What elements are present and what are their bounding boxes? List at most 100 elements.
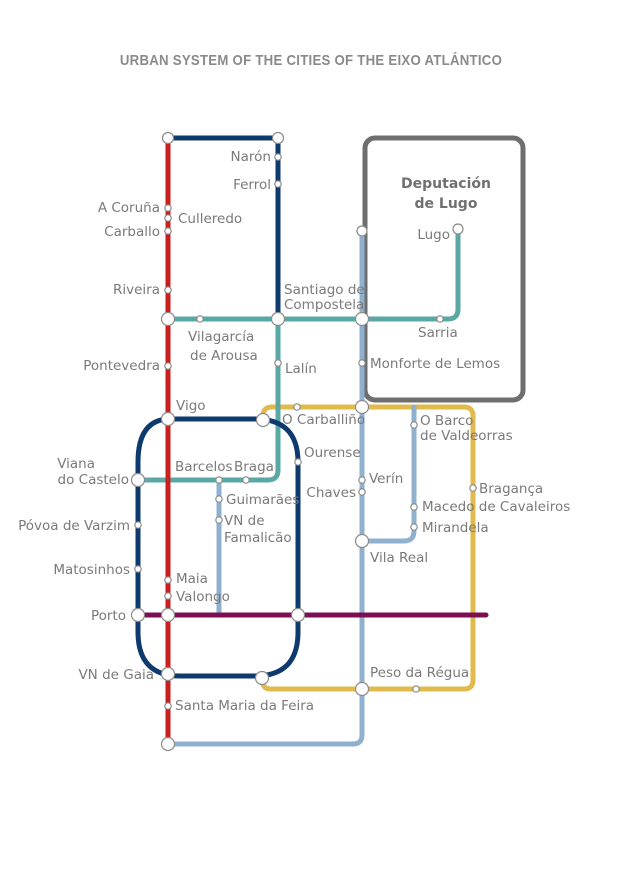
label-riveira: Riveira	[113, 282, 160, 298]
station-sarria[interactable]	[436, 315, 444, 323]
interchange-porto-red[interactable]	[160, 607, 176, 623]
interchange-carballino-east[interactable]	[354, 399, 370, 415]
label-o-barco-2: de Valdeorras	[420, 428, 513, 444]
station-mirandela[interactable]	[410, 523, 418, 531]
station-naron[interactable]	[274, 153, 282, 161]
station-guimaraes[interactable]	[215, 495, 223, 503]
label-ourense: Ourense	[304, 445, 361, 461]
label-mirandela: Mirandela	[422, 520, 489, 536]
station-pontevedra[interactable]	[164, 362, 172, 370]
label-pontevedra: Pontevedra	[83, 358, 160, 374]
station-braga[interactable]	[242, 476, 250, 484]
station-monforte[interactable]	[358, 359, 366, 367]
line-lightblue	[165, 228, 365, 747]
station-lalin[interactable]	[274, 359, 282, 367]
label-lalin: Lalín	[285, 361, 317, 377]
interchange-vn-gaia[interactable]	[160, 666, 176, 682]
interchange-peso-regua[interactable]	[354, 681, 370, 697]
interchange-porto[interactable]	[130, 607, 146, 623]
interchange-top-right[interactable]	[271, 131, 285, 145]
label-matosinhos: Matosinhos	[53, 562, 130, 578]
label-viana-1: Viana	[57, 456, 95, 472]
label-santiago-1: Santiago de	[284, 282, 365, 298]
interchange-lugo[interactable]	[452, 223, 464, 235]
station-culleredo[interactable]	[164, 214, 172, 222]
station-carballo[interactable]	[164, 227, 172, 235]
station-barcelos[interactable]	[215, 476, 223, 484]
label-porto: Porto	[91, 608, 126, 624]
box-title-line1: Deputación	[401, 176, 491, 192]
interchange-lightblue-start[interactable]	[356, 225, 368, 237]
label-lugo: Lugo	[417, 227, 450, 243]
interchange-porto-east[interactable]	[290, 607, 306, 623]
label-braga: Braga	[234, 459, 274, 475]
label-valongo: Valongo	[176, 589, 230, 605]
label-vn-famalicao-2: Famalicão	[224, 530, 292, 546]
station-maia[interactable]	[164, 576, 172, 584]
label-vigo: Vigo	[176, 398, 206, 414]
line-navy-loop	[135, 416, 301, 679]
station-vilagarcia[interactable]	[196, 315, 204, 323]
label-viana-2: do Castelo	[58, 472, 129, 488]
station-chaves[interactable]	[358, 488, 366, 496]
label-vilagarcia-1: Vilagarcía	[188, 329, 254, 345]
label-santiago-2: Compostela	[284, 297, 364, 313]
page-title: URBAN SYSTEM OF THE CITIES OF THE EIXO A…	[119, 52, 503, 69]
line-navy	[165, 135, 281, 322]
interchange-top-left[interactable]	[161, 131, 175, 145]
interchange-santiago-east[interactable]	[354, 311, 370, 327]
label-vn-famalicao-1: VN de	[224, 513, 265, 529]
label-guimaraes: Guimarães	[226, 492, 299, 508]
label-ferrol: Ferrol	[233, 177, 271, 193]
station-o-barco[interactable]	[410, 421, 418, 429]
label-chaves: Chaves	[306, 485, 356, 501]
interchange-gaia-yellow[interactable]	[254, 670, 270, 686]
line-teal	[165, 226, 461, 322]
station-labels: Narón Ferrol A Coruña Culleredo Carballo…	[18, 149, 570, 714]
label-verin: Verín	[369, 471, 403, 487]
station-carballino[interactable]	[293, 403, 301, 411]
label-monforte: Monforte de Lemos	[370, 356, 500, 372]
label-a-coruna: A Coruña	[98, 200, 160, 216]
label-peso-regua: Peso da Régua	[370, 665, 469, 681]
station-ferrol[interactable]	[274, 180, 282, 188]
label-vila-real: Vila Real	[370, 550, 428, 566]
interchange-viana[interactable]	[130, 472, 146, 488]
label-maia: Maia	[176, 571, 208, 587]
label-carballino: O Carballiño	[282, 412, 365, 428]
label-culleredo: Culleredo	[178, 211, 242, 227]
interchange-santiago[interactable]	[270, 311, 286, 327]
interchanges	[130, 131, 464, 752]
station-santa-maria[interactable]	[164, 702, 172, 710]
label-carballo: Carballo	[104, 224, 160, 240]
label-vilagarcia-2: de Arousa	[190, 348, 258, 364]
station-macedo[interactable]	[410, 503, 418, 511]
label-braganca: Bragança	[479, 481, 543, 497]
interchange-riveira-teal[interactable]	[160, 311, 176, 327]
box-title-line2: de Lugo	[415, 196, 478, 212]
interchange-bottom[interactable]	[160, 736, 176, 752]
station-riveira[interactable]	[164, 286, 172, 294]
station-ourense[interactable]	[294, 458, 302, 466]
station-peso-regua-minor[interactable]	[412, 685, 420, 693]
station-povoa[interactable]	[134, 521, 142, 529]
label-povoa: Póvoa de Varzim	[18, 518, 130, 534]
label-santa-maria: Santa Maria da Feira	[175, 698, 314, 714]
label-naron: Narón	[231, 149, 271, 165]
stations	[134, 153, 477, 710]
station-valongo[interactable]	[164, 592, 172, 600]
line-teal-branch	[135, 316, 281, 483]
label-barcelos: Barcelos	[175, 459, 233, 475]
deputacion-lugo-box	[362, 135, 526, 403]
interchange-carballino[interactable]	[255, 412, 271, 428]
station-vn-famalicao[interactable]	[215, 516, 223, 524]
line-lightblue-branch	[359, 404, 417, 544]
station-matosinhos[interactable]	[134, 565, 142, 573]
station-a-coruna[interactable]	[164, 204, 172, 212]
station-verin[interactable]	[358, 476, 366, 484]
station-braganca[interactable]	[469, 484, 477, 492]
interchange-vila-real[interactable]	[354, 533, 370, 549]
interchange-vigo[interactable]	[160, 411, 176, 427]
line-yellow	[259, 404, 476, 692]
